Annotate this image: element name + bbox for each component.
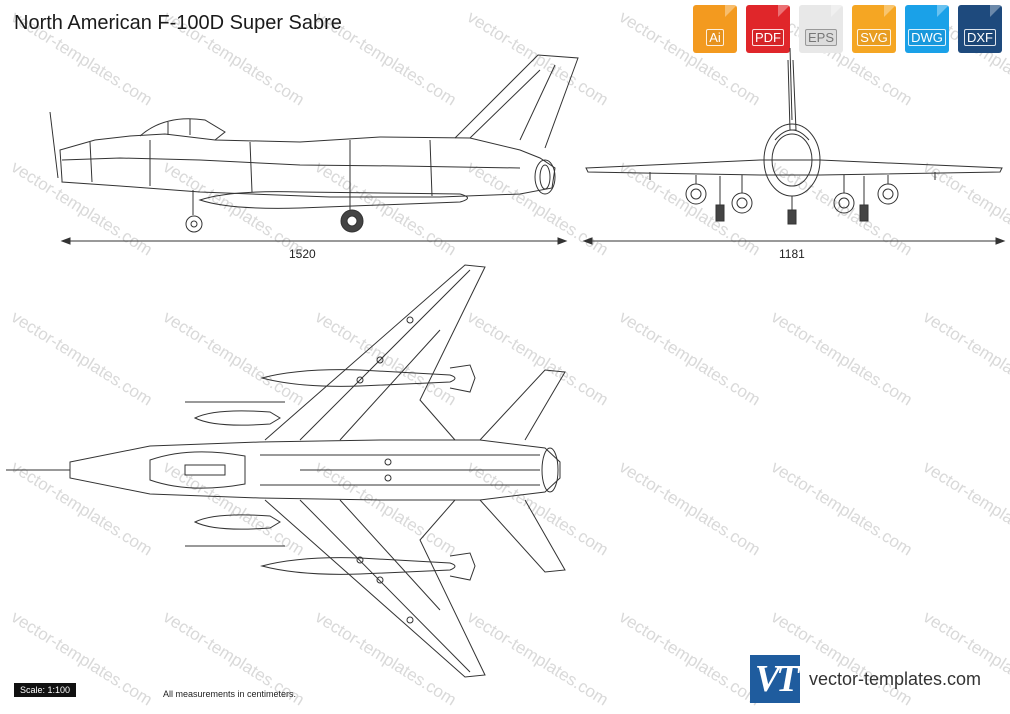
front-wing [585, 159, 1003, 176]
format-label: EPS [804, 29, 837, 46]
top-tank-3 [193, 514, 281, 530]
format-label: Ai [706, 29, 724, 46]
top-fuselage [69, 439, 561, 501]
side-exhaust [534, 159, 556, 195]
brand-name: vector-templates.com [809, 668, 982, 689]
length-dimension [60, 237, 568, 245]
top-wing-lower [264, 499, 486, 678]
side-fuselage [59, 133, 556, 198]
side-landing-gear [192, 190, 351, 215]
ai-file-icon[interactable]: Ai [693, 5, 737, 53]
format-label: SVG [857, 29, 891, 46]
dxf-file-icon[interactable]: DXF [958, 5, 1002, 53]
vt-logo-icon: VT [750, 655, 800, 703]
side-canopy [139, 118, 226, 141]
measurement-note: All measurements in centimeters. [163, 689, 297, 699]
page-title: North American F-100D Super Sabre [14, 12, 342, 34]
top-tail-upper [479, 369, 566, 441]
length-value: 1520 [289, 247, 316, 261]
side-pitot [49, 111, 59, 179]
front-tank-right [877, 183, 899, 205]
top-tank-4 [260, 557, 456, 575]
pdf-file-icon[interactable]: PDF [746, 5, 790, 53]
top-tank-2 [193, 410, 281, 426]
front-view [585, 47, 1003, 225]
eps-file-icon[interactable]: EPS [799, 5, 843, 53]
wingspan-dimension [582, 237, 1006, 245]
side-tail-fin [454, 54, 579, 149]
format-label: PDF [752, 29, 784, 46]
top-tail-lower [479, 499, 566, 573]
side-nose-wheel [185, 215, 203, 233]
svg-file-icon[interactable]: SVG [852, 5, 896, 53]
front-intake [771, 133, 813, 187]
top-tank-1 [260, 369, 456, 387]
format-icons: Ai PDF EPS SVG DWG DXF [693, 5, 1002, 53]
side-drop-tank [198, 191, 468, 209]
top-canopy [149, 451, 246, 489]
top-view [6, 264, 566, 678]
dwg-file-icon[interactable]: DWG [905, 5, 949, 53]
side-view [49, 54, 579, 233]
wingspan-value: 1181 [779, 247, 805, 261]
format-label: DWG [908, 29, 946, 46]
front-tank-left [685, 183, 707, 205]
format-label: DXF [964, 29, 996, 46]
top-wing-upper [264, 264, 486, 441]
scale-label: Scale: 1:100 [14, 683, 77, 697]
brand[interactable]: VT vector-templates.com [750, 655, 981, 703]
